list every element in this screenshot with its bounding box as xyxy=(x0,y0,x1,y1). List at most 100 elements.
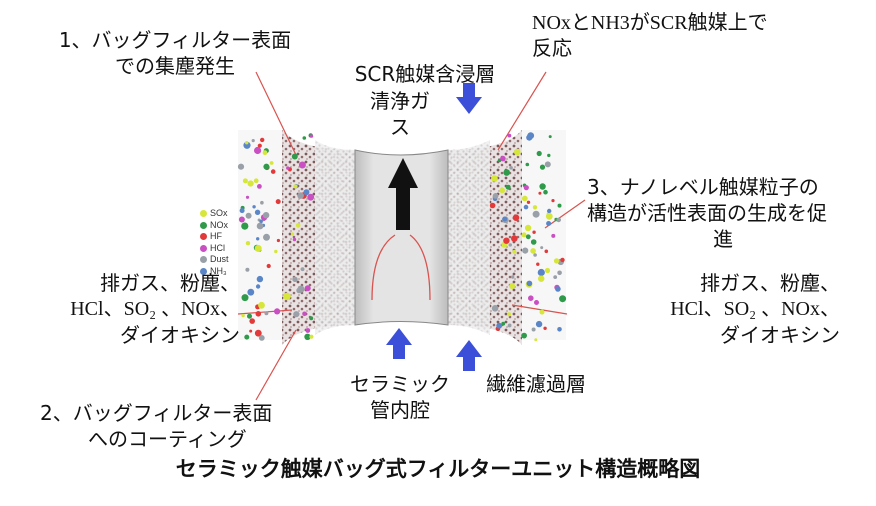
particle xyxy=(556,217,561,223)
particle xyxy=(514,148,521,156)
particle xyxy=(263,233,270,241)
particle xyxy=(539,164,546,170)
particle xyxy=(499,187,506,194)
particle xyxy=(530,248,536,254)
particle xyxy=(270,169,276,174)
label-exhaust-left: 排ガス、粉塵、 HCl、SO₂ 、NOx、 ダイオキシン xyxy=(70,271,240,347)
particle xyxy=(501,321,506,326)
particle xyxy=(254,209,261,215)
particle xyxy=(536,262,540,266)
particle xyxy=(238,216,245,223)
particle xyxy=(255,284,261,289)
right-fiber-layer xyxy=(448,140,490,335)
particle xyxy=(309,334,314,339)
particle xyxy=(551,233,556,238)
particle xyxy=(512,249,517,254)
legend-item: HCl xyxy=(200,243,229,255)
fiber-up-arrow xyxy=(456,340,482,371)
particle xyxy=(254,244,262,252)
particle xyxy=(526,200,531,204)
ceramic-lumen xyxy=(354,149,449,326)
particle xyxy=(297,285,305,293)
particle xyxy=(302,136,307,140)
particle xyxy=(545,212,553,220)
particle xyxy=(555,286,561,292)
particle xyxy=(507,323,512,328)
particle xyxy=(539,183,546,190)
particle xyxy=(239,208,245,214)
particle xyxy=(533,253,537,257)
particle xyxy=(534,338,538,342)
particle xyxy=(496,322,503,329)
particle xyxy=(292,276,298,282)
particle xyxy=(263,163,270,170)
particle xyxy=(535,320,543,328)
particle xyxy=(245,141,249,145)
particle xyxy=(509,166,513,170)
particle xyxy=(274,308,281,315)
particle xyxy=(502,216,508,222)
particle xyxy=(523,185,529,191)
particle xyxy=(521,195,528,202)
particle xyxy=(262,212,270,219)
lumen-up-arrow xyxy=(386,328,412,359)
particle xyxy=(547,153,551,158)
particle xyxy=(295,223,301,228)
particle xyxy=(491,175,498,182)
particle xyxy=(254,329,262,337)
particle xyxy=(531,327,536,332)
particle xyxy=(544,267,551,274)
particle xyxy=(245,212,252,219)
particle xyxy=(526,134,533,141)
particle xyxy=(503,169,511,176)
top-down-arrow xyxy=(456,83,482,114)
particle xyxy=(523,204,529,210)
particle xyxy=(553,258,560,264)
legend-swatch xyxy=(200,256,207,264)
particle-legend: SOx NOx HF HCl Dust NH₃ xyxy=(200,208,229,277)
particle xyxy=(538,191,542,195)
particle xyxy=(290,232,294,236)
label-exhaust-right: 排ガス、粉塵、 HCl、SO₂ 、NOx、 ダイオキシン xyxy=(670,271,840,347)
particle xyxy=(249,318,255,324)
left-fiber-layer xyxy=(315,140,355,335)
particle xyxy=(257,184,262,189)
particle xyxy=(509,283,516,289)
particle xyxy=(544,249,549,254)
particle xyxy=(508,243,512,247)
particle xyxy=(298,161,306,169)
particle xyxy=(530,239,537,245)
particle xyxy=(241,313,245,318)
label-nox-reaction: NOxとNH3がSCR触媒上で 反応 xyxy=(532,12,768,60)
particle xyxy=(249,329,253,333)
particle xyxy=(559,295,567,303)
particle xyxy=(293,184,298,189)
particle xyxy=(257,143,262,148)
particle xyxy=(557,203,562,208)
label-fiber-layer: 繊維濾過層 xyxy=(486,372,586,396)
particle xyxy=(247,288,255,296)
particle xyxy=(557,327,562,332)
particle xyxy=(256,222,264,230)
particle xyxy=(492,193,499,199)
particle xyxy=(300,267,305,272)
particle xyxy=(507,133,512,138)
particle xyxy=(512,214,520,221)
particle xyxy=(525,234,531,240)
particle xyxy=(524,224,532,232)
particle xyxy=(253,178,259,184)
legend-swatch xyxy=(200,233,207,241)
particle xyxy=(540,246,544,250)
particles xyxy=(237,132,567,342)
particle xyxy=(543,326,547,330)
particle xyxy=(247,313,252,319)
particle xyxy=(259,219,263,224)
label-surface-coating: 2、バッグフィルター表面 へのコーティング xyxy=(40,401,273,451)
legend-item: NOx xyxy=(200,220,229,232)
particle xyxy=(551,199,555,203)
particle xyxy=(547,208,552,214)
particle xyxy=(302,311,307,317)
particle xyxy=(244,334,250,340)
particle xyxy=(500,155,506,162)
